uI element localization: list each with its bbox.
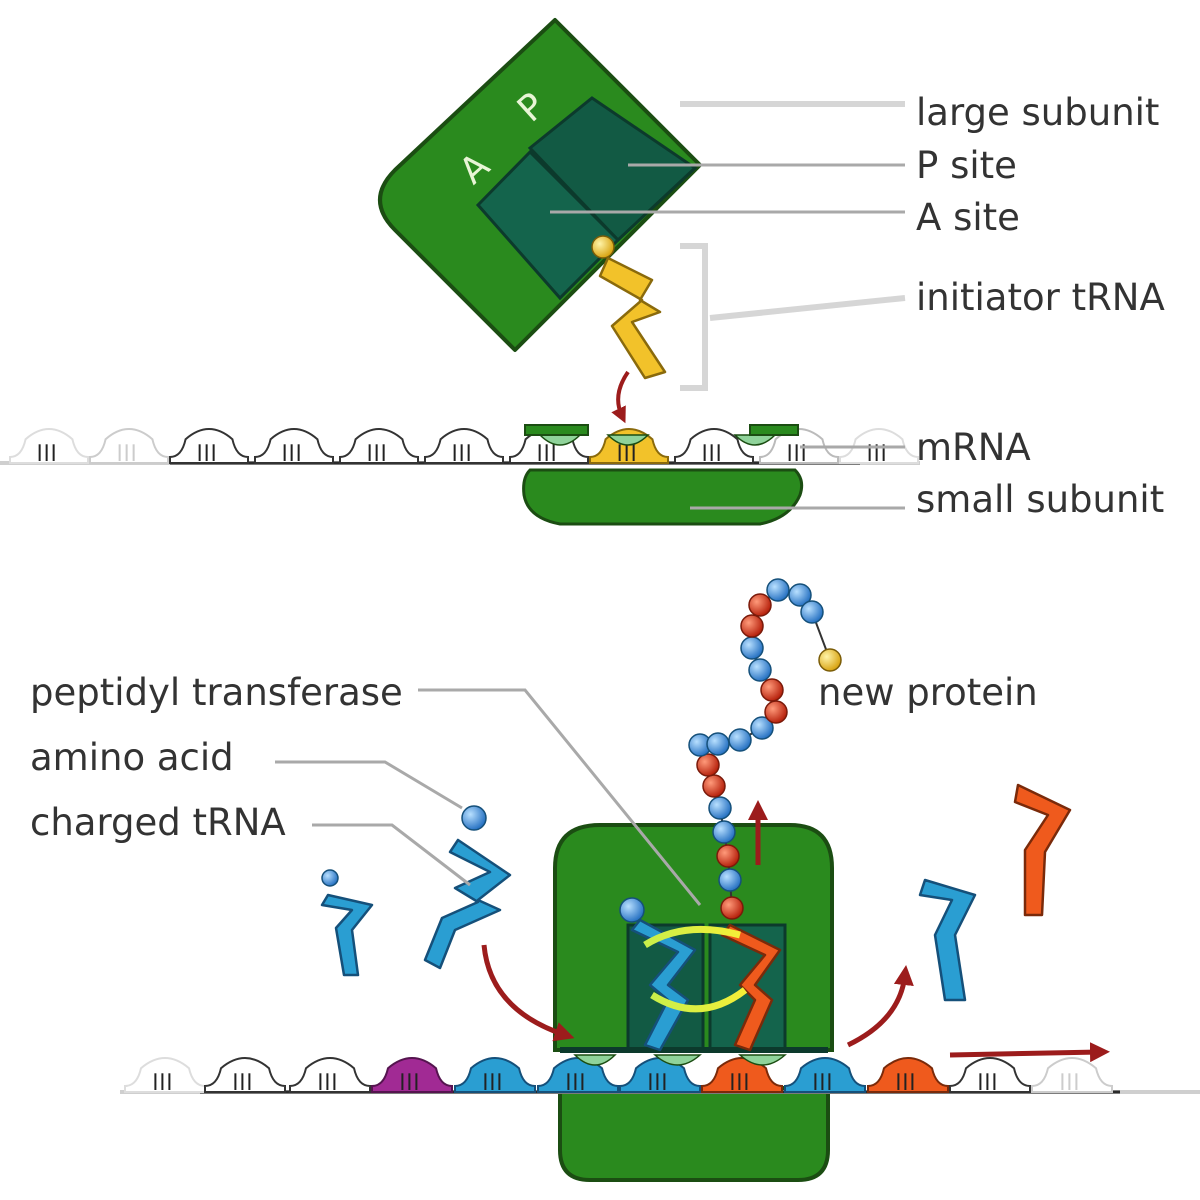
amino-acid-bead	[748, 658, 772, 682]
mrna-codon	[674, 427, 754, 464]
trna-p-site	[619, 897, 697, 1052]
amino-acid-bead	[760, 678, 784, 702]
site-pad	[606, 434, 650, 446]
mrna-codon	[124, 1056, 206, 1093]
charged-trna	[423, 805, 512, 970]
large-subunit: A P	[378, 18, 702, 352]
label-a-site: A site	[916, 196, 1020, 239]
site-pad	[573, 1054, 617, 1066]
mrna-codon	[169, 427, 249, 464]
label-initiator-trna: initiator tRNA	[916, 276, 1165, 319]
mrna-codon	[867, 1056, 949, 1093]
label-charged-trna: charged tRNA	[30, 801, 286, 844]
label-new-protein: new protein	[818, 671, 1038, 714]
amino-acid-bead	[748, 593, 772, 617]
mrna-codon	[701, 1056, 783, 1093]
amino-acid-bead	[708, 796, 732, 820]
amino-acid-bead	[720, 896, 744, 920]
mrna-codon	[589, 427, 669, 464]
mrna-codon	[254, 427, 334, 464]
mrna-codons-top	[9, 427, 919, 464]
initiator-amino-acid	[591, 235, 615, 259]
mrna-codon	[424, 427, 504, 464]
amino-acid-bead	[718, 868, 742, 892]
mrna-codon	[204, 1056, 286, 1093]
mrna-codon	[289, 1056, 371, 1093]
site-pad	[738, 1054, 787, 1066]
small-subunit	[522, 424, 804, 526]
label-peptidyl-transferase: peptidyl transferase	[30, 671, 403, 714]
amino-acid-bead	[788, 583, 812, 607]
ribosome-bottom	[553, 823, 834, 1182]
exit-arrow	[846, 965, 914, 1048]
label-mrna: mRNA	[916, 426, 1031, 469]
label-p-site: P site	[916, 144, 1017, 187]
translocation-arc-2	[650, 987, 748, 1013]
mrna-codon	[89, 427, 169, 464]
mrna-codon	[454, 1056, 536, 1093]
bottom-panel: peptidyl transferase amino acid charged …	[30, 578, 1200, 1182]
mrna-direction-arrow	[949, 1042, 1110, 1063]
amino-acid-bead	[728, 728, 752, 752]
label-amino-acid: amino acid	[30, 736, 234, 779]
amino-acid-bead	[750, 716, 774, 740]
mrna-codons-bottom	[124, 1054, 1113, 1093]
amino-acid-bead	[766, 578, 790, 602]
initiator-trna	[591, 235, 667, 380]
top-panel: A P	[0, 18, 1165, 526]
trna-a-site	[720, 923, 782, 1052]
mrna-codon	[371, 1056, 453, 1093]
site-pad	[733, 434, 777, 446]
amino-acid-bead	[764, 700, 788, 724]
mrna-codon	[949, 1056, 1031, 1093]
mrna-codon	[1031, 1056, 1113, 1093]
trna-leaving-blue	[918, 878, 977, 1002]
amino-acid-bead	[696, 753, 720, 777]
site-pad	[653, 1054, 702, 1066]
amino-acid-bead	[740, 614, 764, 638]
new-protein-chain	[688, 578, 842, 920]
mrna-codon	[339, 427, 419, 464]
amino-acid-bead	[740, 636, 764, 660]
mrna-codon	[619, 1056, 701, 1093]
amino-acid-bead	[706, 732, 730, 756]
translocation-arc-1	[643, 925, 741, 948]
amino-acid-bead	[702, 774, 726, 798]
binding-arrow	[611, 370, 630, 424]
trna-incoming-small	[320, 869, 374, 977]
mrna-codon	[9, 427, 89, 464]
trna-leaving-orange	[1013, 783, 1072, 917]
label-small-subunit: small subunit	[916, 478, 1164, 521]
amino-acid-bead	[712, 820, 736, 844]
leader-lines-bottom	[275, 688, 702, 906]
mrna-codon	[784, 1056, 866, 1093]
mrna-codon	[759, 427, 839, 464]
leader-lines-top	[550, 101, 906, 510]
label-large-subunit: large subunit	[916, 91, 1159, 134]
amino-acid-bead	[800, 600, 824, 624]
amino-acid-bead	[818, 648, 842, 672]
amino-acid-bead	[716, 844, 740, 868]
a-site-pocket	[475, 149, 621, 301]
mrna-codon	[537, 1056, 619, 1093]
entry-arrow	[481, 944, 575, 1042]
amino-acid-ball	[461, 805, 487, 831]
